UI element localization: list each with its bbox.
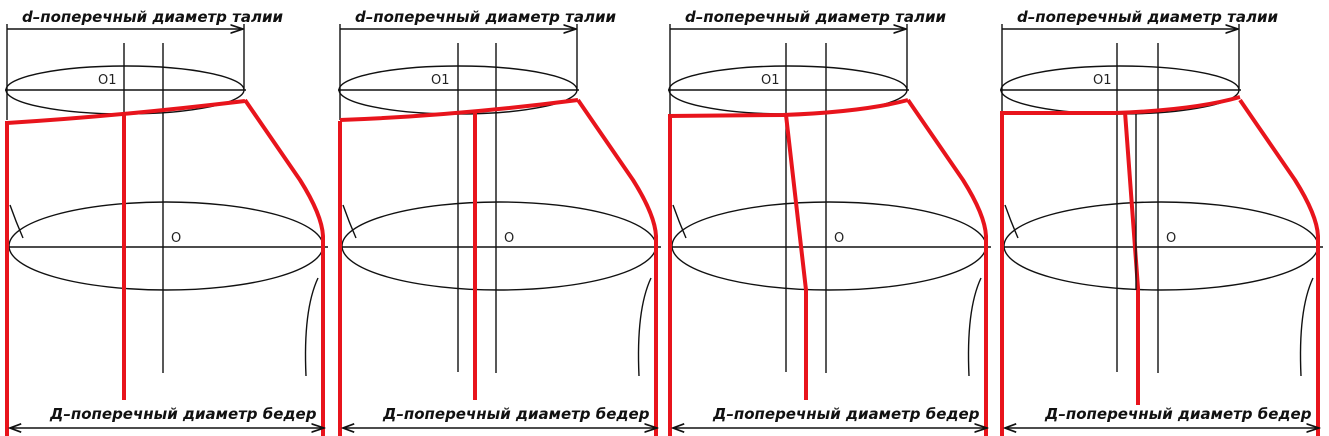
hip-diameter-label: Д–поперечный диаметр бедер <box>382 405 650 423</box>
red-right-side-line <box>243 98 325 436</box>
hip-ellipse <box>671 201 987 291</box>
body-contour-right <box>967 277 982 377</box>
waist-diameter-label: d–поперечный диаметр талии <box>1017 8 1278 26</box>
body-contour-left <box>672 204 687 239</box>
red-right-side-line <box>576 98 658 436</box>
hip-diameter-label: Д–поперечный диаметр бедер <box>49 405 317 423</box>
hip-diameter-label: Д–поперечный диаметр бедер <box>1044 405 1312 423</box>
hip-ellipse <box>1003 201 1319 291</box>
hip-center-label: O <box>171 231 181 246</box>
waist-diameter-label: d–поперечный диаметр талии <box>22 8 283 26</box>
waist-center-label: O1 <box>431 73 450 88</box>
red-dart-line <box>784 114 808 400</box>
waist-center-label: O1 <box>1093 73 1112 88</box>
body-contour-left <box>9 204 24 239</box>
waist-diameter-label: d–поперечный диаметр талии <box>685 8 946 26</box>
body-contour-left <box>342 204 357 239</box>
hip-center-label: O <box>504 231 514 246</box>
waist-center-label: O1 <box>761 73 780 88</box>
body-contour-right <box>304 277 319 377</box>
hip-center-label: O <box>1166 231 1176 246</box>
red-waist-line <box>667 98 909 118</box>
red-waist-line <box>339 98 579 122</box>
body-contour-right <box>637 277 652 377</box>
red-dart-line <box>1123 111 1140 405</box>
red-right-side-line <box>906 98 988 436</box>
body-contour-left <box>1004 204 1019 239</box>
waist-diameter-label: d–поперечный диаметр талии <box>355 8 616 26</box>
waist-center-label: O1 <box>98 73 117 88</box>
hip-center-label: O <box>834 231 844 246</box>
hip-ellipse <box>341 201 657 291</box>
red-right-side-line <box>1238 98 1320 436</box>
body-contour-right <box>1299 277 1314 377</box>
red-waist-line <box>1000 95 1241 115</box>
hip-ellipse <box>8 201 324 291</box>
hip-diameter-label: Д–поперечный диаметр бедер <box>712 405 980 423</box>
